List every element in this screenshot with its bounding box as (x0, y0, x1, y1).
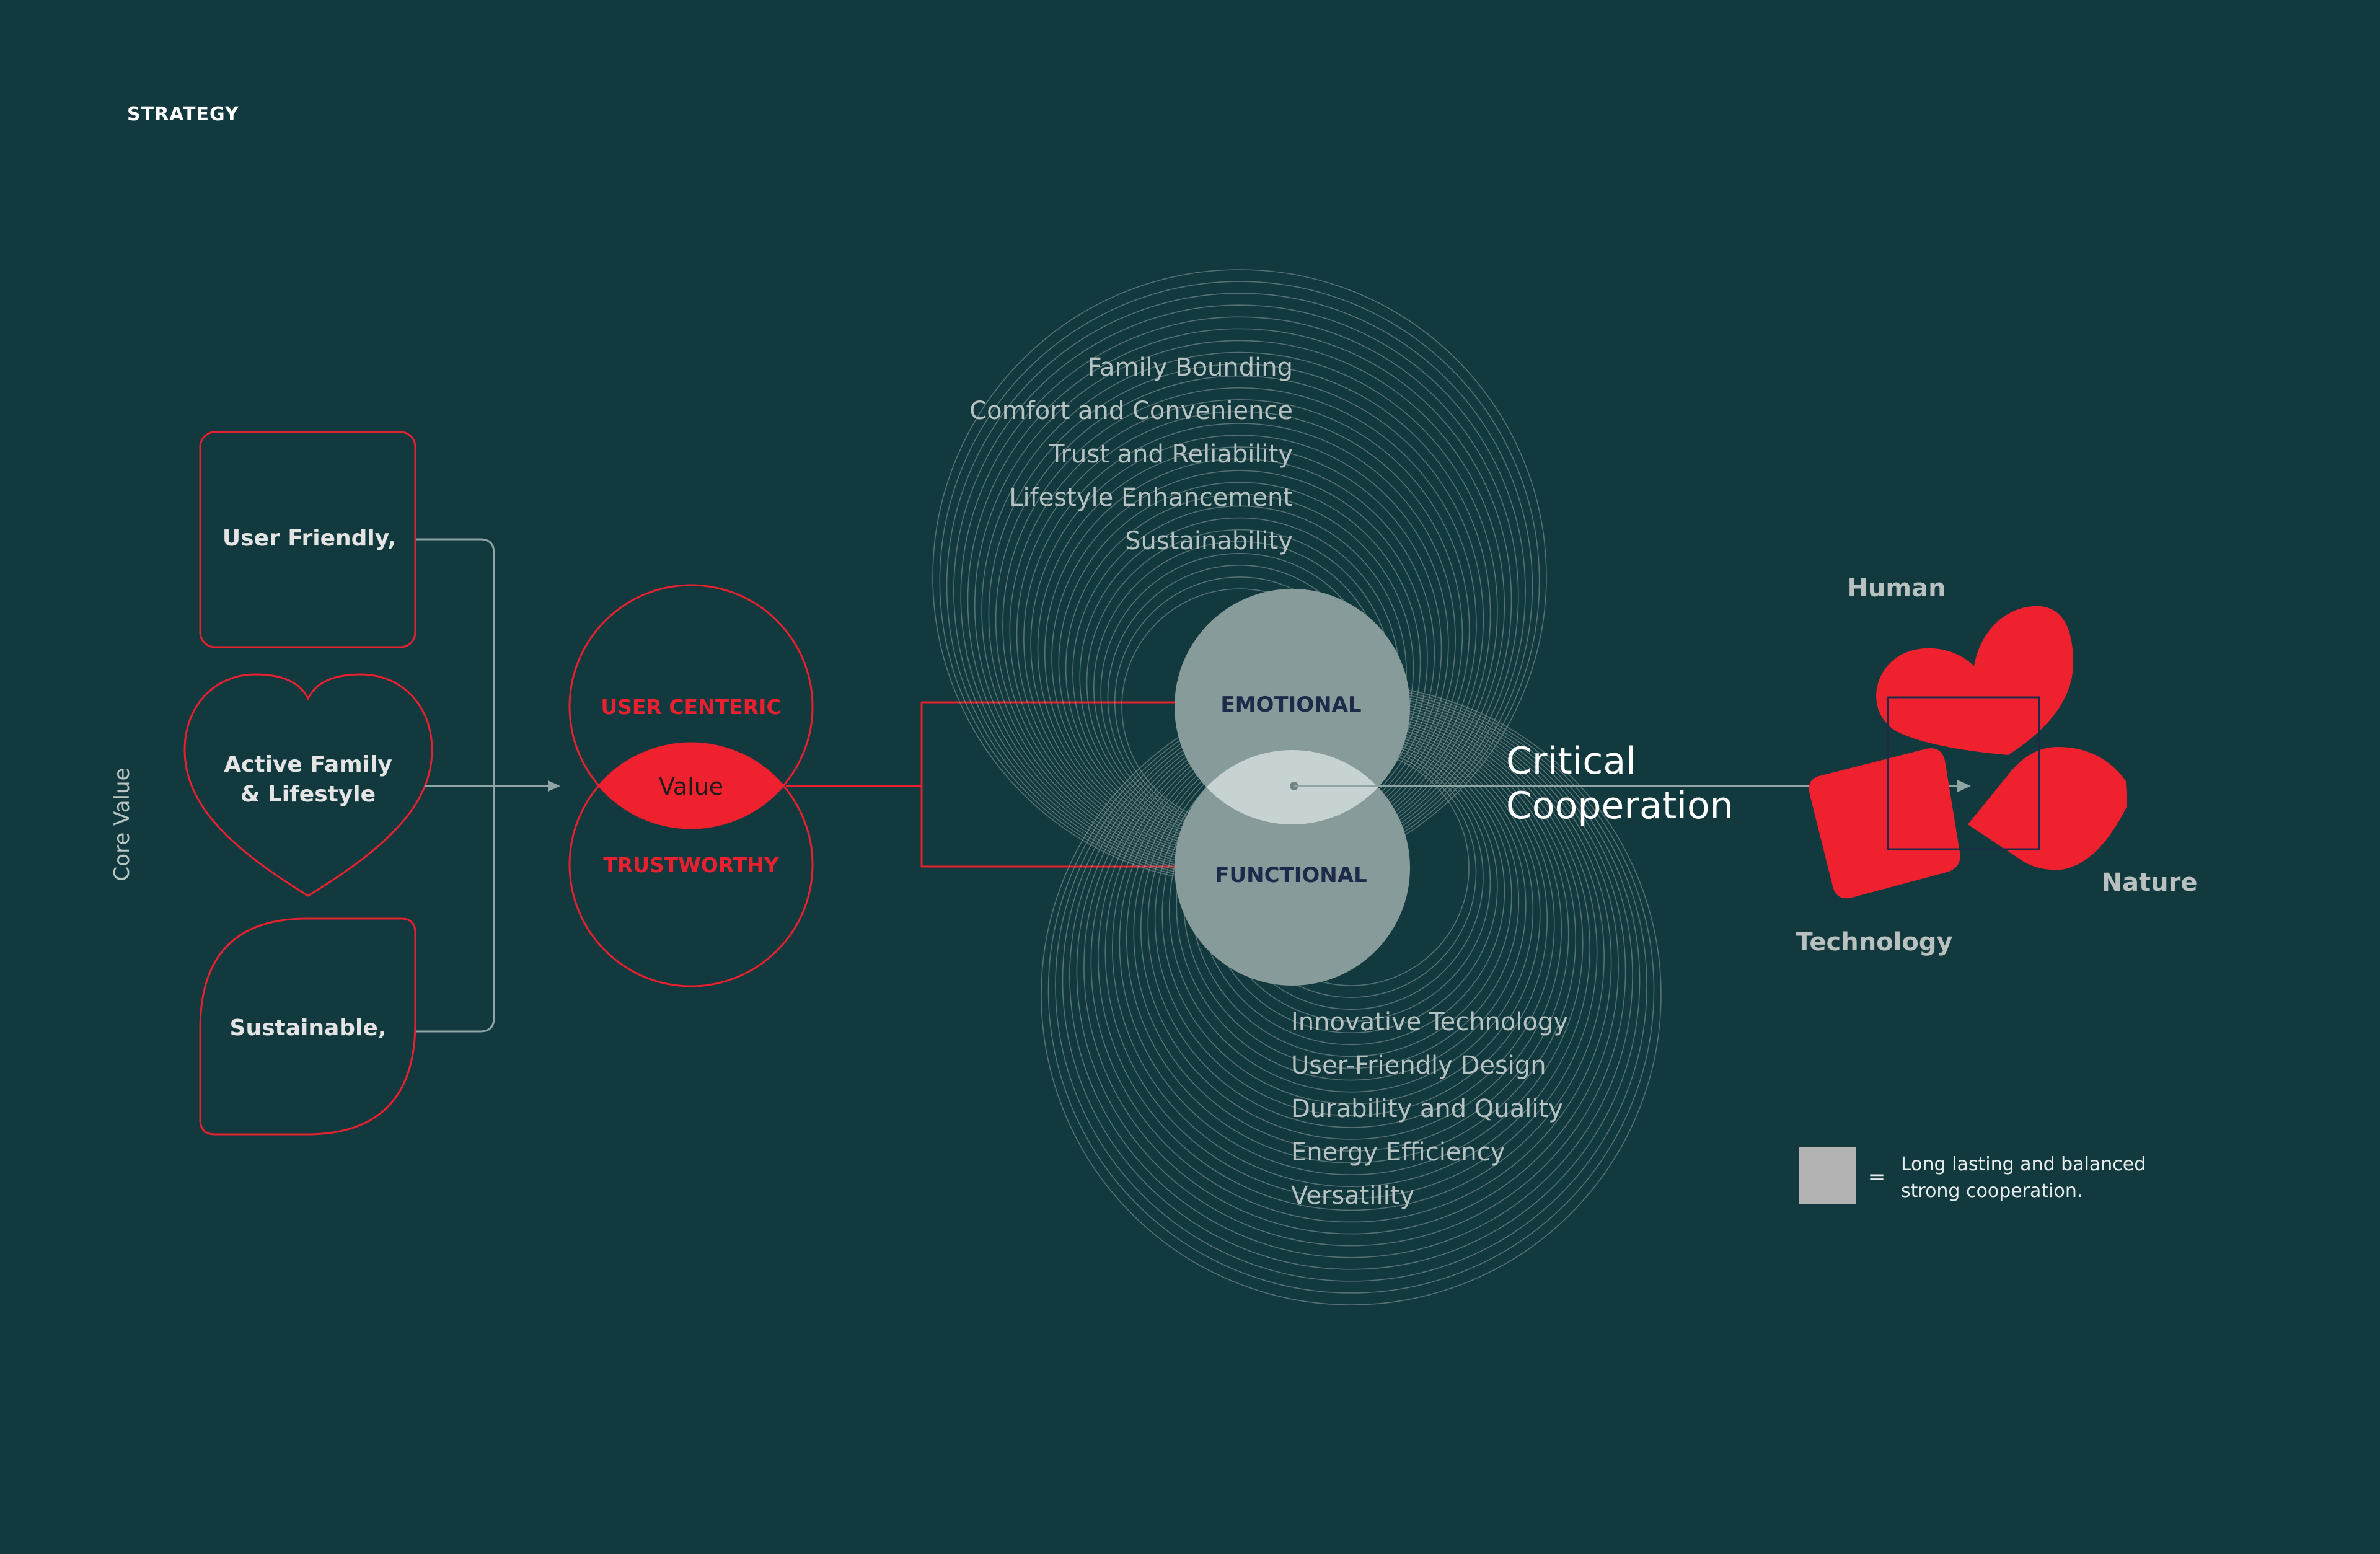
legend-swatch (1799, 1147, 1856, 1204)
nature-label: Nature (2102, 868, 2198, 897)
user-centric-label: USER CENTERIC (601, 695, 781, 719)
sustainable-label: Sustainable, (230, 1015, 387, 1041)
functional-attribute: Energy Efficiency (1291, 1138, 1505, 1167)
human-heart-shape (1876, 606, 2073, 755)
user-friendly-label: User Friendly, (223, 526, 396, 551)
emotional-attributes: Family Bounding Comfort and Convenience … (969, 353, 1293, 555)
technology-square-shape (1809, 748, 1960, 899)
trustworthy-label: TRUSTWORTHY (603, 853, 780, 877)
active-family-label-line1: Active Family (224, 752, 392, 777)
functional-attribute: User-Friendly Design (1291, 1051, 1546, 1080)
user-friendly-box (199, 431, 416, 648)
emotional-attribute: Trust and Reliability (1049, 440, 1293, 469)
value-to-spheres-connector (786, 701, 1178, 868)
page-title: STRATEGY (127, 104, 239, 125)
functional-attribute: Durability and Quality (1291, 1095, 1563, 1123)
functional-attributes: Innovative Technology User-Friendly Desi… (1291, 1008, 1568, 1210)
core-value-arrowhead (548, 780, 560, 792)
value-overlap-lens (570, 743, 813, 828)
emotional-attribute: Sustainability (1125, 527, 1293, 555)
sustainable-leaf-shape (199, 917, 416, 1136)
legend-equals: = (1868, 1165, 1886, 1190)
critical-cooperation-line1: Critical (1506, 739, 1636, 783)
critical-cooperation-line2: Cooperation (1506, 784, 1734, 828)
emotional-attribute: Lifestyle Enhancement (1009, 483, 1293, 512)
functional-attribute: Versatility (1291, 1181, 1414, 1210)
cooperation-arrowhead (1957, 780, 1971, 792)
legend-text-line1: Long lasting and balanced (1901, 1154, 2146, 1175)
functional-label: FUNCTIONAL (1215, 863, 1367, 888)
human-label: Human (1847, 574, 1946, 603)
emotional-label: EMOTIONAL (1220, 692, 1361, 717)
functional-sphere (1175, 750, 1410, 986)
active-family-label-line2: & Lifestyle (240, 782, 376, 807)
nature-leaf-shape (1968, 747, 2127, 870)
emotional-attribute: Comfort and Convenience (969, 397, 1293, 425)
emotional-sphere (1175, 589, 1410, 824)
pillar-shapes (1809, 606, 2127, 899)
emotional-attribute: Family Bounding (1088, 353, 1293, 382)
active-family-heart-shape (183, 673, 433, 897)
legend-text-line2: strong cooperation. (1901, 1180, 2082, 1202)
functional-attribute: Innovative Technology (1291, 1008, 1568, 1036)
core-value-label: Core Value (110, 768, 134, 881)
value-label: Value (659, 773, 723, 800)
technology-label: Technology (1796, 928, 1952, 956)
cooperation-overlap-outline (1887, 696, 2040, 850)
